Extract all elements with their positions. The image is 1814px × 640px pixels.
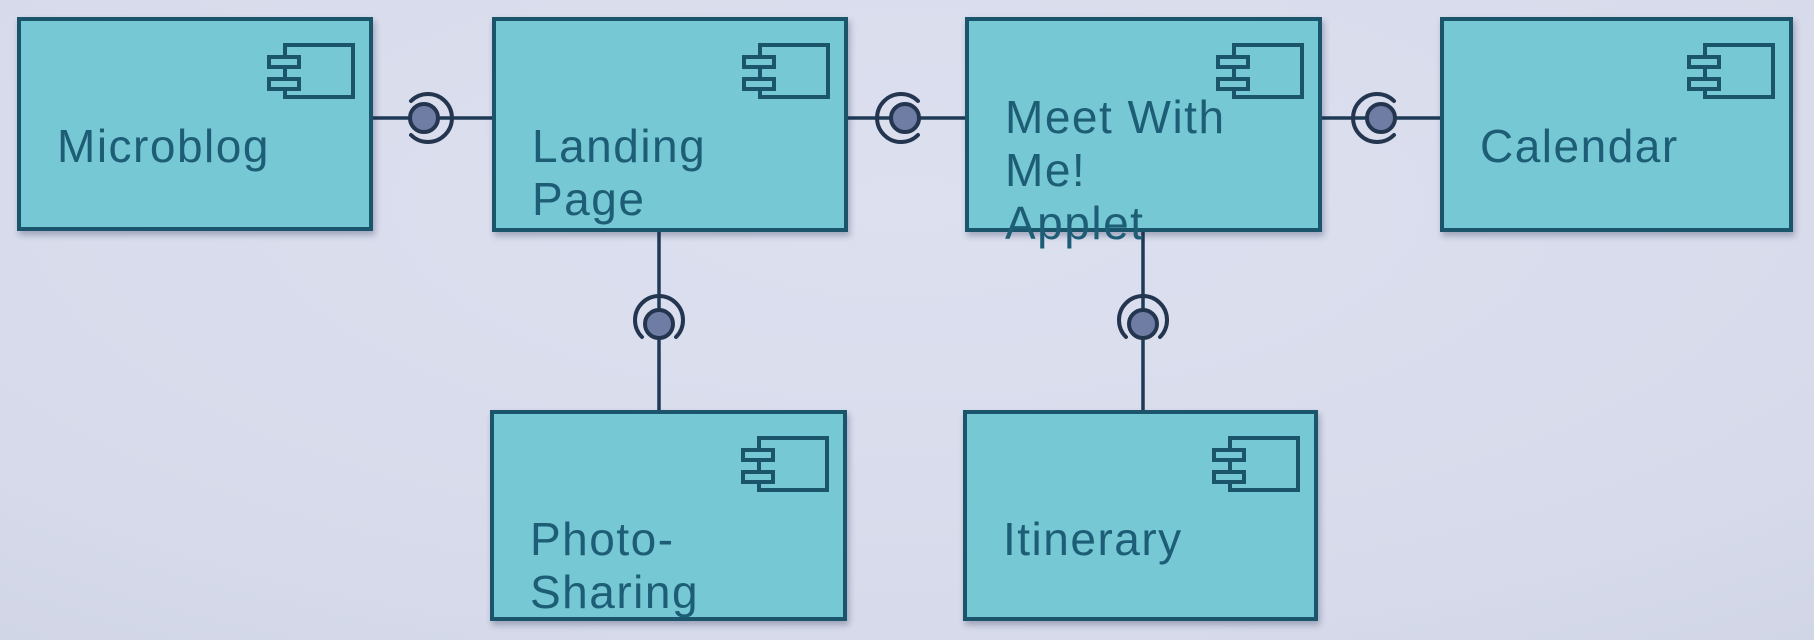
component-icon — [741, 436, 829, 492]
component-label: Landing Page — [532, 120, 824, 226]
label-line: Landing Page — [532, 120, 707, 225]
component-icon-tab — [267, 77, 301, 91]
component-icon — [1212, 436, 1300, 492]
component-calendar: Calendar — [1440, 17, 1793, 232]
connector-microblog-landing — [373, 92, 492, 144]
component-icon — [1216, 43, 1304, 99]
component-icon-tab — [1216, 77, 1250, 91]
socket-icon — [1117, 294, 1169, 339]
label-line: Microblog — [57, 120, 270, 172]
connector-meet-itinerary — [1117, 231, 1169, 410]
component-icon — [1687, 43, 1775, 99]
ball-icon — [408, 102, 440, 134]
component-icon-tab — [267, 55, 301, 69]
socket-icon — [633, 294, 685, 339]
component-itinerary: Itinerary — [963, 410, 1318, 621]
component-photo-sharing: Photo-Sharing — [490, 410, 847, 621]
component-icon — [267, 43, 355, 99]
component-label: Calendar — [1480, 120, 1769, 173]
component-label: Meet With Me! Applet — [1005, 91, 1298, 250]
socket-icon — [875, 92, 920, 144]
ball-icon — [1127, 308, 1159, 340]
label-line: Applet — [1005, 197, 1145, 249]
component-label: Photo-Sharing — [530, 513, 823, 619]
socket-icon — [409, 92, 454, 144]
label-line: Photo-Sharing — [530, 513, 700, 618]
component-icon-tab — [1216, 55, 1250, 69]
label-line: Calendar — [1480, 120, 1679, 172]
component-label: Itinerary — [1003, 513, 1294, 566]
connector-meet-calendar — [1322, 92, 1440, 144]
component-icon-tab — [1687, 77, 1721, 91]
ball-icon — [1365, 102, 1397, 134]
label-line: Meet With Me! — [1005, 91, 1226, 196]
label-line: Itinerary — [1003, 513, 1183, 565]
component-icon-tab — [741, 470, 775, 484]
component-meet-with-me-applet: Meet With Me! Applet — [965, 17, 1322, 249]
ball-icon — [643, 308, 675, 340]
component-microblog: Microblog — [17, 17, 373, 231]
component-icon-tab — [742, 55, 776, 69]
component-icon-tab — [1687, 55, 1721, 69]
component-icon-tab — [741, 448, 775, 462]
connector-landing-meet — [848, 92, 965, 144]
component-icon-tab — [1212, 470, 1246, 484]
component-icon — [742, 43, 830, 99]
component-icon-tab — [1212, 448, 1246, 462]
component-label: Microblog — [57, 120, 349, 173]
component-landing-page: Landing Page — [492, 17, 848, 232]
connector-landing-photo — [633, 231, 685, 410]
ball-icon — [889, 102, 921, 134]
component-icon-tab — [742, 77, 776, 91]
socket-icon — [1351, 92, 1396, 144]
